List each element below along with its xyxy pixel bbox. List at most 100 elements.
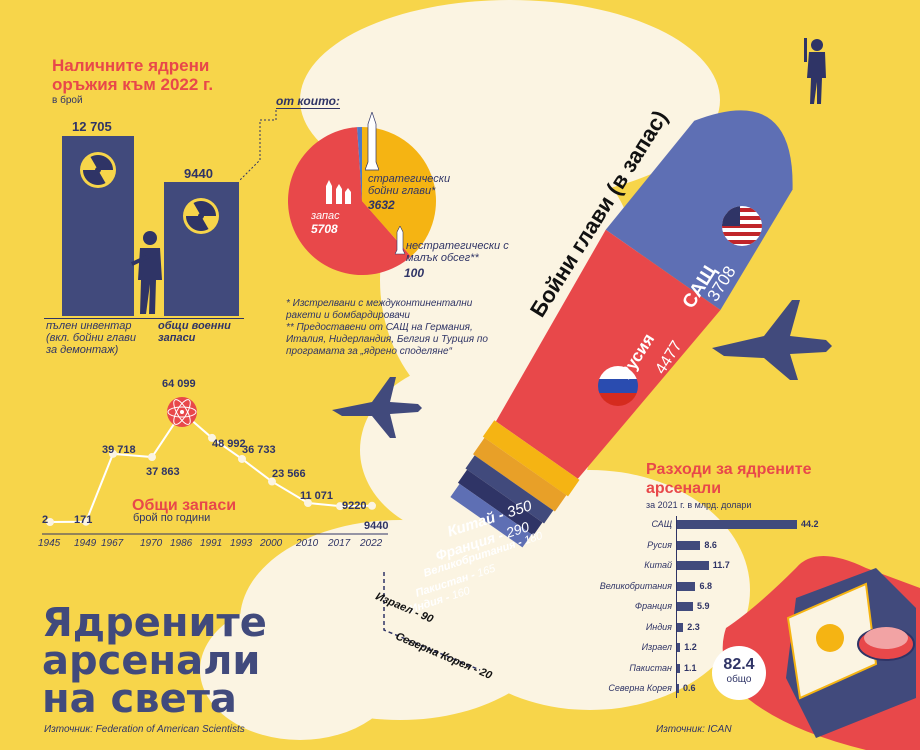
fighter-jet-icon <box>332 377 422 438</box>
spending-value: 11.7 <box>712 560 730 570</box>
pie-header: от които: <box>276 94 340 109</box>
rocket-band-china <box>482 420 580 497</box>
inventory-title: Наличните ядрени оръжия към 2022 г. <box>52 56 214 94</box>
timeline-point <box>268 477 276 486</box>
timeline-title: Общи запаси <box>132 497 237 514</box>
timeline-year-label: 2000 <box>260 538 283 549</box>
source-left: Източник: Federation of American Scienti… <box>44 724 245 735</box>
spending-bar <box>677 540 701 550</box>
timeline-point <box>109 449 117 458</box>
hand-button-icon <box>722 556 920 750</box>
soldier-icon <box>130 231 162 314</box>
timeline-year-label: 1945 <box>38 538 61 549</box>
rocket-russia-segment <box>495 229 721 479</box>
rocket-band-france <box>473 437 567 512</box>
inventory-total-value: 12 705 <box>72 119 112 134</box>
missiles-icon <box>326 180 351 204</box>
spending-country-label: Северна Корея <box>608 683 672 693</box>
spending-bar <box>677 581 696 591</box>
small-missile-icon <box>395 226 405 255</box>
pie-slice-strategic <box>362 127 436 257</box>
timeline-year-label: 1967 <box>101 538 124 549</box>
pie-nonstrategic-value: 100 <box>404 266 425 280</box>
timeline-year-label: 1993 <box>230 538 253 549</box>
spending-value: 44.2 <box>801 519 819 529</box>
spending-subtitle: за 2021 г. в млрд. долари <box>646 500 752 510</box>
pie-connector <box>240 110 277 181</box>
footnotes: * Изстрелвани с междуконтинентални ракет… <box>286 298 488 357</box>
spending-title: Разходи за ядрените арсенали <box>646 461 812 497</box>
timeline-point <box>238 454 246 463</box>
timeline-value-label: 11 071 <box>300 490 334 502</box>
spending-country-label: Пакистан <box>629 662 672 673</box>
rocket-band-uk <box>465 455 554 524</box>
radiation-icon <box>183 198 219 234</box>
timeline-value-label: 9220 <box>342 500 367 512</box>
timeline-year-label: 1991 <box>200 538 223 549</box>
spending-bar <box>677 663 680 673</box>
spending-value: 2.3 <box>687 621 700 632</box>
spending-value: 5.9 <box>697 601 710 611</box>
atom-icon <box>167 397 197 427</box>
spending-country-label: САЩ <box>651 519 672 529</box>
source-right: Източник: ICAN <box>656 724 732 735</box>
inventory-total-bar <box>62 136 134 316</box>
timeline-value-label: 64 099 <box>162 378 196 390</box>
spending-value: 0.6 <box>683 683 696 693</box>
missile-icon <box>365 112 379 171</box>
timeline-year-label: 1949 <box>74 538 97 549</box>
timeline-value-label: 2 <box>42 514 49 526</box>
timeline-point <box>82 517 90 526</box>
main-title: Ядрените арсенали на света <box>42 600 267 722</box>
spending-value: 1.1 <box>683 662 697 673</box>
spending-bar <box>677 643 681 652</box>
spending-value: 8.6 <box>704 539 717 550</box>
pie-reserve-value: 5708 <box>311 222 338 236</box>
pie-nonstrategic-label: нестратегически с малък обсег** <box>406 240 509 264</box>
timeline-subtitle: брой по години <box>133 512 211 524</box>
inventory-baseline <box>44 318 244 319</box>
spending-country-label: Индия <box>645 621 672 632</box>
spending-country-label: Великобритания <box>599 580 672 591</box>
rocket-usa-segment <box>605 110 793 311</box>
fighter-jet-icon <box>712 300 832 380</box>
pie-strategic-label: стратегически бойни глави* <box>368 173 451 197</box>
spending-value: 6.8 <box>699 580 712 591</box>
pie-strategic-value: 3632 <box>368 198 395 212</box>
timeline-point <box>368 501 376 510</box>
radiation-icon <box>80 152 116 188</box>
spending-total-badge: 82.4 общо <box>712 646 766 700</box>
timeline-point <box>336 502 344 511</box>
timeline-value-label: 36 733 <box>242 444 276 456</box>
spending-axis <box>676 516 677 698</box>
timeline-point <box>46 517 54 526</box>
small-arsenals-bracket <box>383 572 481 671</box>
spending-country-label: Русия <box>647 539 672 550</box>
rocket-band-india <box>450 483 532 548</box>
timeline-value-label: 171 <box>74 514 93 526</box>
timeline-year-label: 2010 <box>296 538 319 549</box>
timeline-year-label: 2022 <box>360 538 383 549</box>
spending-bar <box>677 561 709 570</box>
spending-bar <box>677 520 797 529</box>
timeline-point <box>208 433 216 442</box>
russia-flag-icon <box>598 366 638 406</box>
spending-bar <box>677 684 679 693</box>
pie-slice-nonstrategic <box>357 127 362 201</box>
soldier-icon <box>804 38 826 104</box>
timeline-point <box>304 499 312 508</box>
spending-country-label: Китай <box>644 560 672 570</box>
spending-value: 1.2 <box>684 642 697 652</box>
rocket-band-pakistan <box>457 469 543 536</box>
pie-reserve-label: запас <box>311 210 340 222</box>
spending-country-label: Израел <box>641 642 672 652</box>
spending-bar <box>677 602 694 611</box>
inventory-unit: в брой <box>52 95 83 106</box>
inventory-total-label: пълен инвентар (вкл. бойни глави за демо… <box>46 320 137 356</box>
timeline-year-label: 2017 <box>328 538 351 549</box>
inventory-military-value: 9440 <box>184 166 213 181</box>
timeline-year-label: 1986 <box>170 538 193 549</box>
timeline-value-label: 37 863 <box>146 466 180 478</box>
